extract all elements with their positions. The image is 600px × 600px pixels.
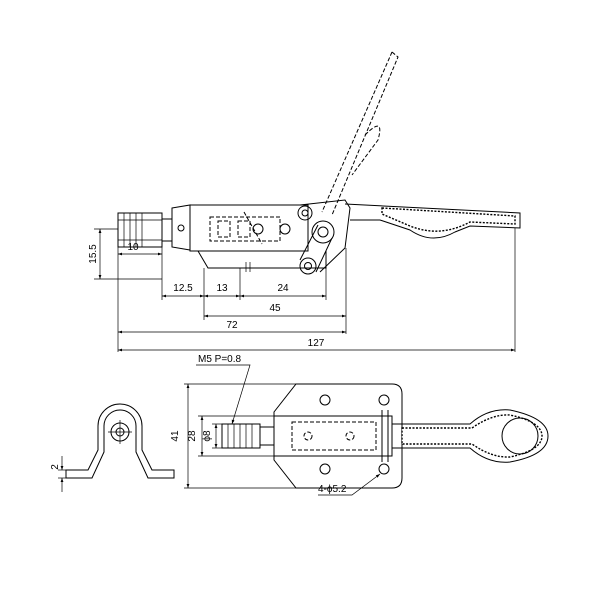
dim-45: 45 xyxy=(269,303,281,314)
side-view: 15.5 10 12.5 13 24 45 72 xyxy=(88,51,521,352)
dim-10: 10 xyxy=(127,242,139,253)
mounting-holes-spec: 4-ϕ5.2 xyxy=(318,484,347,495)
dim-15-5: 15.5 xyxy=(88,244,99,264)
dim-41: 41 xyxy=(170,430,181,442)
dim-28: 28 xyxy=(187,430,198,442)
dim-12-5: 12.5 xyxy=(173,283,193,294)
toggle-linkage xyxy=(297,199,351,275)
dim-24: 24 xyxy=(277,283,289,294)
end-view: 2 xyxy=(50,403,175,492)
thread-spec: M5 P=0.8 xyxy=(198,354,242,365)
side-view-dimensions: 15.5 10 12.5 13 24 45 72 xyxy=(88,228,516,352)
dim-72: 72 xyxy=(226,320,238,331)
handle-closed-position xyxy=(344,203,521,239)
handle-open-position xyxy=(321,51,399,216)
dim-127: 127 xyxy=(308,338,325,349)
plunger-tip xyxy=(117,212,173,248)
dim-13: 13 xyxy=(216,283,228,294)
top-view: 41 28 ϕ8 M5 P=0.8 4-ϕ5.2 xyxy=(170,354,549,496)
dim-2: 2 xyxy=(50,464,61,470)
clamp-body xyxy=(171,204,327,272)
dim-phi8: ϕ8 xyxy=(202,430,213,442)
